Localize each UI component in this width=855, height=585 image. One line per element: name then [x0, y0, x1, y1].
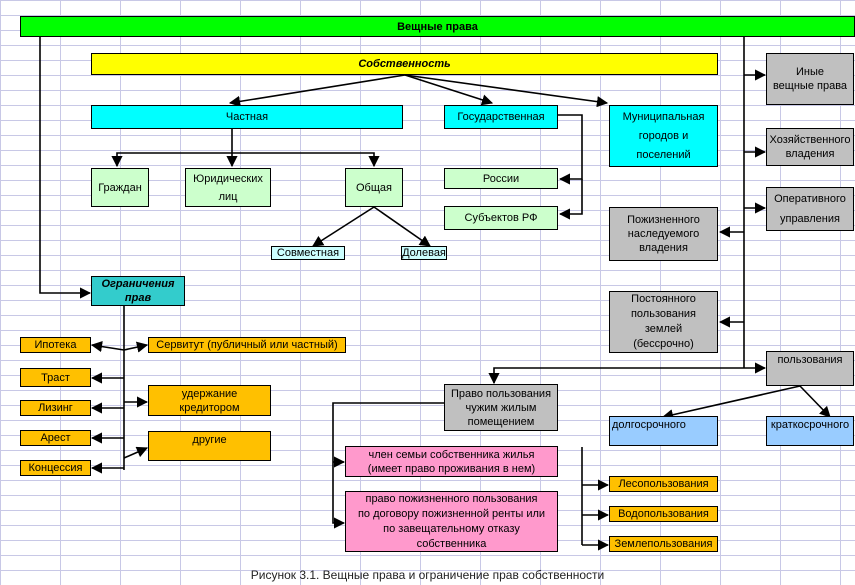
citizens-box: Граждан [91, 168, 149, 207]
retention-box: удержание кредитором [148, 385, 271, 416]
restrictions-box: Ограничения прав [91, 276, 185, 306]
common-box: Общая [345, 168, 403, 207]
forest-use-box: Лесопользования [609, 476, 718, 492]
residential-use-box: Право пользования чужим жилым помещением [444, 384, 558, 431]
ownership-box: Собственность [91, 53, 718, 75]
family-member-box: член семьи собственника жилья (имеет пра… [345, 446, 558, 477]
permanent-use-box: Постоянного пользования землей (бессрочн… [609, 291, 718, 353]
title-box: Вещные права [20, 16, 855, 37]
others-box: другие [148, 431, 271, 461]
usage-box: пользования [766, 351, 854, 386]
leasing-box: Лизинг [20, 400, 91, 416]
short-term-box: краткосрочного [766, 416, 854, 446]
economic-management-box: Хозяйственного владения [766, 128, 854, 166]
easement-box: Сервитут (публичный или частный) [148, 337, 346, 353]
russia-box: России [444, 168, 558, 189]
subjects-rf-box: Субъектов РФ [444, 206, 558, 230]
trust-box: Траст [20, 368, 91, 387]
legal-entities-box: Юридических лиц [185, 168, 271, 207]
shared-box: Долевая [401, 246, 447, 260]
joint-box: Совместная [271, 246, 345, 260]
land-use-box: Землепользования [609, 536, 718, 552]
municipal-box: Муниципальная городов и поселений [609, 105, 718, 167]
lifelong-use-box: право пожизненного пользования по догово… [345, 491, 558, 552]
water-use-box: Водопользования [609, 506, 718, 522]
other-real-rights-box: Иные вещные права [766, 53, 854, 105]
private-box: Частная [91, 105, 403, 129]
operational-management-box: Оперативного управления [766, 187, 854, 231]
figure-caption: Рисунок 3.1. Вещные права и ограничение … [250, 568, 605, 582]
lifelong-inheritable-box: Пожизненного наследуемого владения [609, 207, 718, 261]
mortgage-box: Ипотека [20, 337, 91, 353]
long-term-box: долгосрочного [609, 416, 718, 446]
concession-box: Концессия [20, 460, 91, 476]
arrest-box: Арест [20, 430, 91, 446]
state-box: Государственная [444, 105, 558, 129]
